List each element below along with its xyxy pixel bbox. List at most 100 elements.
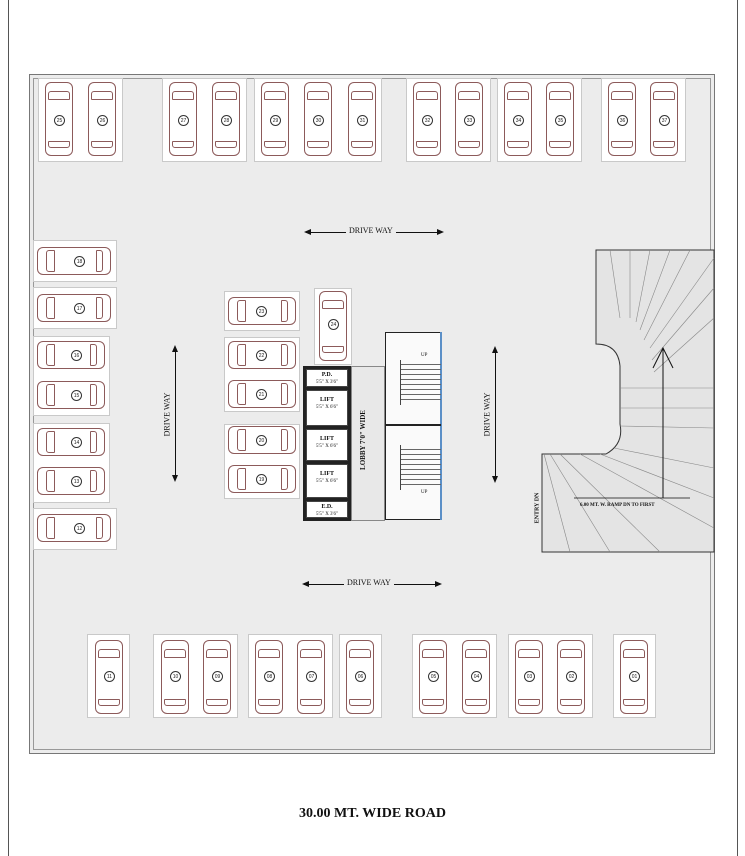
slot-number: 33 [464,115,475,126]
car-slot-04[interactable]: 04 [462,640,490,714]
room-ed: E.D.5'5" X 3'6" [306,501,348,518]
car-slot-12[interactable]: 12 [37,514,111,542]
slot-number: 35 [555,115,566,126]
car-slot-10[interactable]: 10 [161,640,189,714]
room-size: 5'5" X 3'6" [316,512,338,517]
car-slot-23[interactable]: 23 [228,297,296,325]
arrow-right-icon [435,581,442,587]
glass-edge [440,332,442,520]
slot-number: 10 [170,671,181,682]
slot-number: 18 [74,256,85,267]
car-slot-36[interactable]: 36 [608,82,636,156]
slot-number: 13 [71,476,82,487]
ramp-drawing [541,249,715,553]
frame-left-border [8,0,9,856]
slot-number: 14 [71,437,82,448]
car-slot-09[interactable]: 09 [203,640,231,714]
slot-number: 23 [256,306,267,317]
car-slot-28[interactable]: 28 [212,82,240,156]
room-pd: P.D. 5'5" X 3'6" [306,369,348,387]
room-size: 5'5" X 6'6" [316,479,338,484]
driveway-arrow-left [175,348,176,478]
car-slot-37[interactable]: 37 [650,82,678,156]
slot-number: 28 [221,115,232,126]
arrow-right-icon [437,229,444,235]
slot-number: 12 [74,523,85,534]
car-slot-35[interactable]: 35 [546,82,574,156]
ramp-label: 6.00 MT. W. RAMP DN TO FIRST [580,503,655,508]
slot-number: 24 [328,319,339,330]
car-slot-18[interactable]: 18 [37,247,111,275]
slot-number: 34 [513,115,524,126]
car-slot-24[interactable]: 24 [319,291,347,361]
car-slot-02[interactable]: 02 [557,640,585,714]
car-slot-22[interactable]: 22 [228,341,296,369]
car-slot-20[interactable]: 20 [228,426,296,454]
driveway-label-left: DRIVE WAY [162,389,172,440]
car-slot-05[interactable]: 05 [419,640,447,714]
car-slot-03[interactable]: 03 [515,640,543,714]
arrow-down-icon [492,476,498,483]
slot-number: 25 [54,115,65,126]
slot-number: 07 [306,671,317,682]
stair-flight-upper [400,360,441,405]
room-name: LIFT [319,397,334,403]
car-slot-21[interactable]: 21 [228,380,296,408]
lobby [351,366,385,521]
car-slot-08[interactable]: 08 [255,640,283,714]
car-slot-01[interactable]: 01 [620,640,648,714]
room-name: P.D. [321,372,333,378]
slot-number: 09 [212,671,223,682]
car-slot-31[interactable]: 31 [348,82,376,156]
driveway-arrow-right [495,350,496,480]
car-slot-16[interactable]: 16 [37,341,105,369]
arrow-left-icon [304,229,311,235]
car-slot-14[interactable]: 14 [37,428,105,456]
slot-number: 03 [524,671,535,682]
car-slot-25[interactable]: 25 [45,82,73,156]
stair-up-label-upper: UP [421,353,428,358]
stair-landing-divider [385,424,441,426]
slot-number: 31 [357,115,368,126]
slot-number: 01 [629,671,640,682]
car-slot-34[interactable]: 34 [504,82,532,156]
slot-number: 29 [270,115,281,126]
car-slot-07[interactable]: 07 [297,640,325,714]
slot-number: 19 [256,474,267,485]
ramp-entry-label: ENTRY DN [534,492,541,524]
room-size: 5'5" X 3'6" [316,380,338,385]
room-name: LIFT [319,471,334,477]
car-slot-33[interactable]: 33 [455,82,483,156]
room-lift-3: LIFT 5'5" X 6'6" [306,464,348,498]
lobby-label: LOBBY 7'0" WIDE [358,410,367,470]
car-slot-32[interactable]: 32 [413,82,441,156]
car-slot-27[interactable]: 27 [169,82,197,156]
car-slot-29[interactable]: 29 [261,82,289,156]
frame-right-border [737,0,738,856]
slot-number: 06 [355,671,366,682]
car-slot-15[interactable]: 15 [37,381,105,409]
arrow-left-icon [302,581,309,587]
slot-number: 26 [97,115,108,126]
slot-number: 20 [256,435,267,446]
car-slot-26[interactable]: 26 [88,82,116,156]
slot-number: 32 [422,115,433,126]
car-slot-13[interactable]: 13 [37,467,105,495]
car-slot-17[interactable]: 17 [37,294,111,322]
slot-number: 30 [313,115,324,126]
car-slot-11[interactable]: 11 [95,640,123,714]
road-label: 30.00 MT. WIDE ROAD [299,806,446,821]
slot-number: 37 [659,115,670,126]
arrow-down-icon [172,475,178,482]
slot-number: 05 [428,671,439,682]
slot-number: 04 [471,671,482,682]
driveway-label-right: DRIVE WAY [482,389,492,440]
car-slot-30[interactable]: 30 [304,82,332,156]
car-slot-19[interactable]: 19 [228,465,296,493]
stair-up-label-lower: UP [421,490,428,495]
slot-number: 27 [178,115,189,126]
slot-number: 11 [104,671,115,682]
car-slot-06[interactable]: 06 [346,640,374,714]
